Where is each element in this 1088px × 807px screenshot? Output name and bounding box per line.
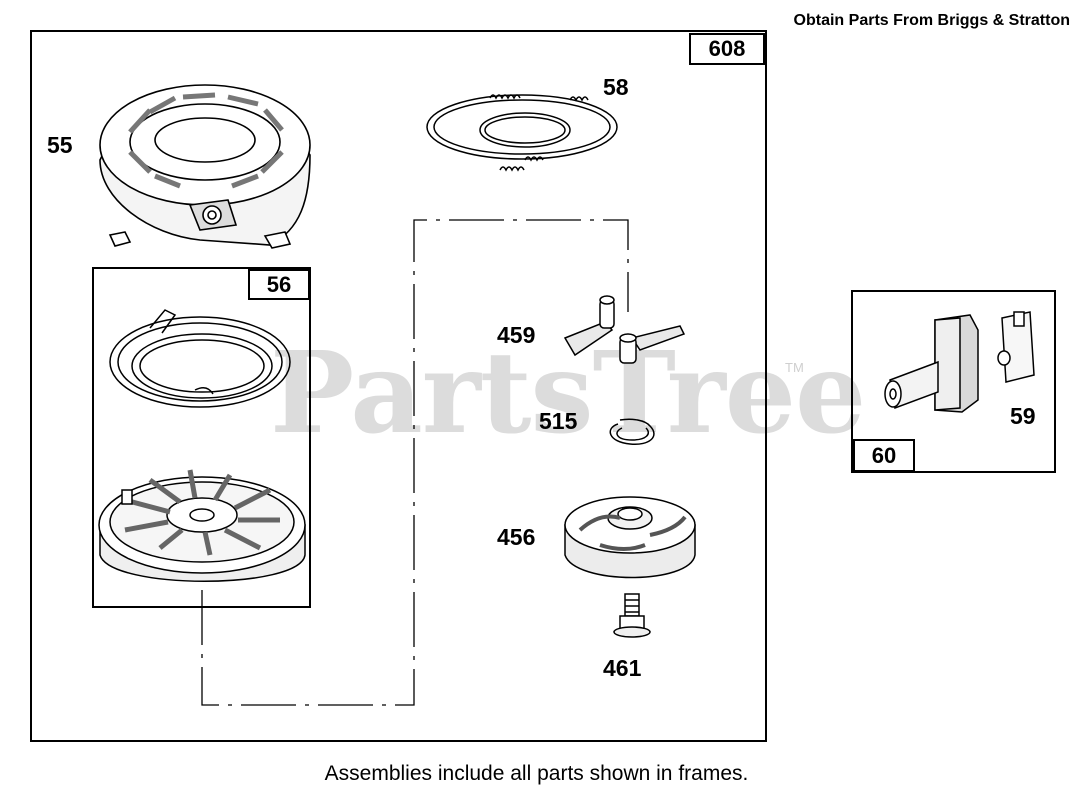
watermark-trademark: TM [785,360,804,375]
assembly-leader-line [201,219,629,706]
footer-note: Assemblies include all parts shown in fr… [324,762,749,785]
header-note: Obtain Parts From Briggs & Stratton [793,12,1070,29]
callout-515: 515 [539,408,578,434]
callout-59: 59 [1010,403,1036,429]
callout-456: 456 [497,524,536,550]
frame-id-handle: 60 [853,439,915,472]
starter-dog-icon [563,295,686,364]
callout-58: 58 [603,74,629,100]
frame-id-main: 608 [689,33,765,65]
starter-cup-icon [564,496,696,579]
frame-id-spring-pulley: 56 [248,269,310,300]
callout-459: 459 [497,322,536,348]
retainer-ring-icon [609,418,655,445]
pulley-icon [98,469,306,582]
main-assembly-frame [30,30,767,742]
starter-handle-icon [884,311,1035,413]
recoil-spring-icon [109,309,291,408]
handle-frame [851,290,1056,473]
callout-461: 461 [603,655,642,681]
blower-housing-icon [99,84,311,249]
callout-55: 55 [47,132,73,158]
shoulder-screw-icon [613,593,651,638]
starter-rope-icon [426,94,618,172]
